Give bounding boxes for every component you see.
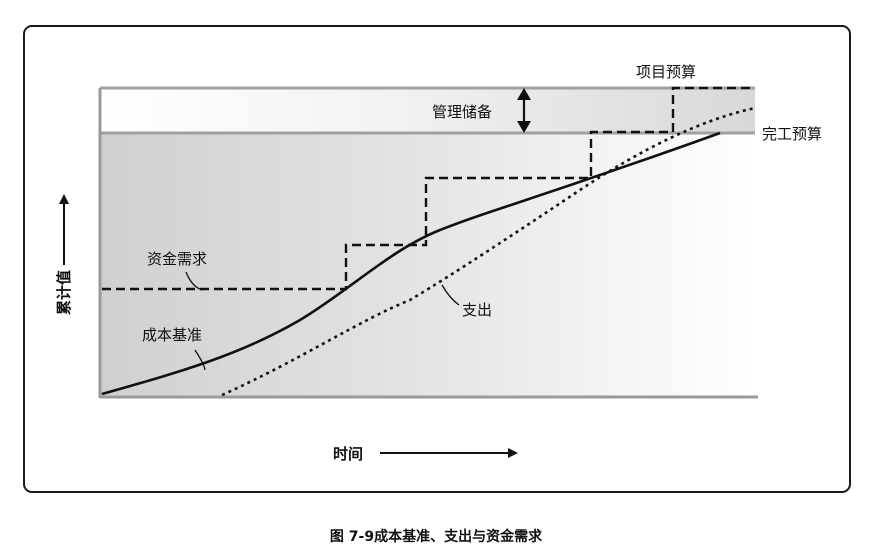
funding-requirements-label: 资金需求 [147, 250, 207, 268]
expenditures-label: 支出 [462, 301, 492, 319]
expenditures-curve [221, 106, 756, 397]
funding-leader-line [185, 271, 203, 291]
figure-caption: 图 7-9成本基准、支出与资金需求 [329, 529, 543, 545]
x-axis-label: 时间 [333, 445, 363, 463]
reserve-arrow-down-icon [517, 121, 531, 133]
baseline-leader-line [194, 349, 206, 371]
figure-frame [23, 25, 851, 493]
bac-label: 完工预算 [762, 125, 822, 143]
management-reserve-band [100, 88, 755, 133]
project-budget-label: 项目预算 [636, 63, 696, 81]
reserve-arrow-up-icon [517, 88, 531, 100]
cost-baseline-label: 成本基准 [142, 326, 202, 344]
y-axis-label: 累计值 [55, 270, 73, 315]
funding-requirements-line [102, 86, 755, 291]
cost-baseline-curve [101, 131, 721, 396]
management-reserve-label: 管理储备 [432, 103, 492, 121]
expenditures-leader-line [441, 284, 460, 306]
